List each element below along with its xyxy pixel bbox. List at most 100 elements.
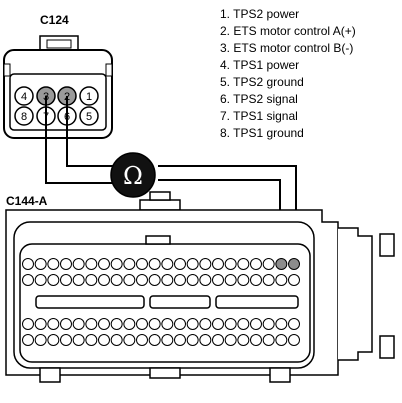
c144a-pin-cavity xyxy=(237,334,250,346)
c144a-pin-cavity xyxy=(174,274,186,286)
c144a-pin-cavity xyxy=(72,274,85,286)
c144a-pin-cavity xyxy=(250,334,262,346)
c144a-pin-cavity xyxy=(72,258,85,270)
c124-pin-label: 1 xyxy=(86,91,92,103)
c144a-pin-cavity xyxy=(275,274,288,286)
legend-item: 5. TPS2 ground xyxy=(220,75,304,89)
c144a-pin-cavity xyxy=(123,274,136,286)
c144a-pin-cavity xyxy=(199,274,212,286)
c144a-pin-cavity xyxy=(110,318,123,330)
c144a-pin-cavity xyxy=(199,258,212,270)
c144a-pin-cavity xyxy=(288,318,300,330)
c144a-pin-cavity xyxy=(123,318,136,330)
c144a-pin-cavity xyxy=(174,318,186,330)
c144a-pin-cavity xyxy=(262,334,275,346)
c144a-connector xyxy=(5,191,395,383)
c144a-pin-cavity xyxy=(148,318,161,330)
c144a-pin-cavity xyxy=(123,258,136,270)
c144a-pin-cavity xyxy=(224,318,237,330)
c144a-pin-cavity xyxy=(136,318,148,330)
c144a-pin-cavity xyxy=(47,334,60,346)
c144a-pin-cavity xyxy=(174,334,186,346)
c144a-pin-cavity xyxy=(85,258,98,270)
c144a-pin-cavity xyxy=(148,258,161,270)
c144a-pin-cavity xyxy=(288,274,300,286)
c144a-pin-cavity xyxy=(60,274,72,286)
c144a-pin-cavity xyxy=(186,274,199,286)
c144a-pin-cavity xyxy=(34,318,47,330)
legend-item: 7. TPS1 signal xyxy=(220,109,298,123)
c144a-pin-cavity xyxy=(250,258,262,270)
c144a-pin-cavity xyxy=(224,258,237,270)
c144a-pin-cavity xyxy=(85,274,98,286)
c144a-pin-cavity xyxy=(250,318,262,330)
c144a-pin-cavity xyxy=(275,258,288,270)
c144a-pin-cavity xyxy=(288,258,300,270)
ohm-symbol: Ω xyxy=(123,162,143,190)
c144a-pin-cavity xyxy=(161,274,174,286)
c144a-pin-cavity xyxy=(85,318,98,330)
c144a-pin-cavity xyxy=(186,334,199,346)
c144a-pin-cavity xyxy=(60,258,72,270)
ohmmeter-body xyxy=(110,152,156,198)
c144a-pin-array xyxy=(22,258,300,346)
c144a-pin-cavity xyxy=(47,274,60,286)
c124-pin-4: 4 xyxy=(14,86,34,106)
c144a-pin-cavity xyxy=(212,334,224,346)
c144a-pin-cavity xyxy=(224,274,237,286)
c124-pin-5: 5 xyxy=(79,106,99,126)
c144a-pin-cavity xyxy=(34,334,47,346)
c144a-pin-cavity xyxy=(262,258,275,270)
c144a-pin-cavity xyxy=(123,334,136,346)
c144a-pin-cavity xyxy=(212,318,224,330)
c144a-pin-cavity xyxy=(148,334,161,346)
legend-item: 2. ETS motor control A(+) xyxy=(220,24,356,38)
c144a-label: C144-A xyxy=(6,194,48,208)
c124-pin-8: 8 xyxy=(14,106,34,126)
c144a-pin-cavity xyxy=(47,258,60,270)
c144a-pin-cavity xyxy=(161,334,174,346)
c144a-pin-cavity xyxy=(22,274,34,286)
c144a-pin-cavity xyxy=(237,318,250,330)
c144a-pin-cavity xyxy=(199,318,212,330)
c144a-pin-cavity xyxy=(72,318,85,330)
c144a-pin-cavity xyxy=(262,274,275,286)
c144a-pin-cavity xyxy=(199,334,212,346)
legend-item: 3. ETS motor control B(-) xyxy=(220,41,353,55)
c144a-pin-cavity xyxy=(98,318,110,330)
c144a-pin-cavity xyxy=(174,258,186,270)
c144a-pin-cavity xyxy=(22,334,34,346)
legend-item: 6. TPS2 signal xyxy=(220,92,298,106)
c144a-pin-cavity xyxy=(186,258,199,270)
c144a-pin-cavity xyxy=(288,334,300,346)
c144a-pin-cavity xyxy=(148,274,161,286)
legend-item: 4. TPS1 power xyxy=(220,58,299,72)
c144a-pin-cavity xyxy=(98,274,110,286)
c144a-pin-cavity xyxy=(85,334,98,346)
c144a-pin-cavity xyxy=(212,274,224,286)
c124-pin-1: 1 xyxy=(79,86,99,106)
c144a-pin-cavity xyxy=(98,334,110,346)
ohmmeter: Ω xyxy=(110,152,156,198)
c144a-pin-cavity xyxy=(47,318,60,330)
c144a-pin-cavity xyxy=(262,318,275,330)
c144a-pin-cavity xyxy=(60,318,72,330)
c144a-pin-cavity xyxy=(212,258,224,270)
c144a-pin-cavity xyxy=(34,258,47,270)
c144a-pin-cavity xyxy=(275,318,288,330)
c144a-pin-cavity xyxy=(110,274,123,286)
c144a-pin-cavity xyxy=(237,258,250,270)
c124-pin-label: 5 xyxy=(86,111,92,123)
c124-label: C124 xyxy=(40,13,69,27)
c144a-pin-cavity xyxy=(161,318,174,330)
c144a-pin-cavity xyxy=(250,274,262,286)
c124-pin-label: 4 xyxy=(21,91,27,103)
c144a-pin-cavity xyxy=(224,334,237,346)
c144a-pin-cavity xyxy=(161,258,174,270)
c144a-pin-cavity xyxy=(98,258,110,270)
c144a-pin-cavity xyxy=(34,274,47,286)
c144a-pin-cavity xyxy=(22,318,34,330)
c144a-pin-cavity xyxy=(136,274,148,286)
